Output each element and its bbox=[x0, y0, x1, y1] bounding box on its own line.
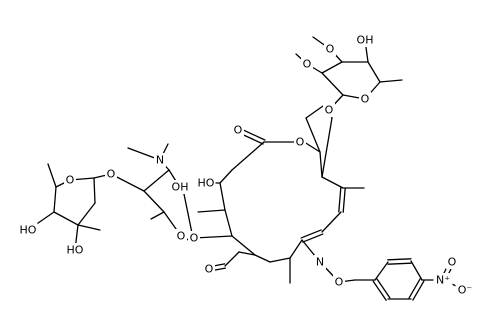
atom-label-aldehyde-o: O bbox=[205, 263, 214, 276]
bond-y3-y2 bbox=[321, 61, 343, 74]
label-mask-ring-ester-o bbox=[294, 135, 306, 149]
double-bond-b2-b3 bbox=[387, 258, 412, 261]
label-mask-mycinose-ome1-o bbox=[301, 57, 313, 71]
label-mask-oxime-o bbox=[333, 275, 345, 289]
atom-label-mycarose-ring-o: O bbox=[66, 174, 75, 187]
atom-label-ester-carbonyl-o: O bbox=[234, 124, 243, 137]
bond-eth1-eth2 bbox=[305, 105, 324, 119]
bond-g5-g5me bbox=[150, 211, 165, 220]
atom-label-mycinose-ome1-o: O bbox=[303, 58, 312, 71]
bond-c3-c4 bbox=[219, 182, 226, 211]
bond-y5-y4 bbox=[367, 61, 381, 83]
bond-c14-eth1 bbox=[305, 117, 321, 153]
label-mask-mycarose-oh2 bbox=[65, 243, 85, 257]
double-bond-b4-b5 bbox=[408, 278, 421, 299]
bond-m4-m3 bbox=[53, 211, 79, 226]
double-bond-c11-c12 bbox=[338, 187, 342, 213]
atom-label-mycinose-ring-o: O bbox=[361, 93, 370, 106]
bond-cEst-c2 bbox=[231, 141, 265, 171]
label-mask-mycinose-ether-o bbox=[323, 103, 335, 117]
bond-c12-c13 bbox=[321, 176, 344, 189]
bond-m5-m5me bbox=[47, 163, 57, 188]
bond-y5-y5me bbox=[379, 79, 403, 83]
bond-c4-me4 bbox=[197, 209, 226, 213]
bond-b3-b4 bbox=[410, 260, 423, 281]
label-mask-mycinose-oh bbox=[355, 33, 375, 47]
bond-lines bbox=[27, 36, 466, 301]
bond-b1-b2 bbox=[374, 261, 389, 281]
bond-c5-c6 bbox=[231, 235, 256, 256]
label-mask-mycinose-ring-o bbox=[359, 92, 371, 106]
bond-c6-ald1 bbox=[238, 251, 256, 256]
atom-label-mycinose-ome2-o: O bbox=[326, 43, 335, 56]
label-mask-mycaminose-ring-o bbox=[175, 229, 187, 243]
atom-label-oxime-o: O bbox=[335, 276, 344, 289]
bond-m2-m1 bbox=[93, 177, 96, 204]
bond-g5-g4 bbox=[143, 190, 165, 213]
label-mask-aldehyde-o bbox=[203, 262, 215, 276]
atom-label-hydroxyl-macrolide: HO bbox=[198, 177, 215, 190]
bond-c7-c8 bbox=[269, 257, 291, 263]
label-mask-nitro-o-top bbox=[446, 255, 458, 269]
label-mask-mycinose-ome2-o bbox=[324, 42, 336, 56]
double-bond-b4-b5 bbox=[412, 280, 425, 301]
atom-label-mycaminose-ring-o: O bbox=[177, 230, 186, 243]
atom-label-mycarose-oh1: HO bbox=[20, 224, 37, 237]
bond-c2-c3 bbox=[219, 169, 233, 184]
label-mask-mycarose-link-o bbox=[105, 167, 117, 181]
bond-g4-g3 bbox=[143, 169, 170, 192]
double-bond-b6-b1 bbox=[372, 280, 387, 301]
bond-c6-c7 bbox=[254, 254, 271, 263]
bond-c4-c5 bbox=[224, 209, 233, 237]
label-mask-nitro-o-minus bbox=[455, 283, 475, 297]
label-mask-mycaminose-oh bbox=[170, 180, 190, 194]
double-bond-c9-c10 bbox=[300, 229, 322, 239]
atom-label-nitro-o-top: O bbox=[448, 256, 457, 269]
atom-label-mycaminose-oh: OH bbox=[172, 181, 189, 194]
atom-label-nitro-o-minus: O⁻ bbox=[458, 284, 473, 297]
bond-c13-c14 bbox=[319, 151, 323, 178]
atom-label-mycaminose-n: N bbox=[156, 154, 164, 167]
bond-c8-c9 bbox=[289, 239, 303, 259]
bond-m3-m2 bbox=[77, 202, 96, 226]
label-mask-glycosidic-o-macrolide bbox=[188, 231, 200, 245]
bond-m3-m3me bbox=[77, 224, 101, 231]
atom-label-mycarose-link-o: O bbox=[107, 168, 116, 181]
atom-label-mycinose-oh: OH bbox=[357, 34, 374, 47]
atom-label-nitro: N⁺ bbox=[436, 274, 450, 287]
label-mask-mycarose-oh1 bbox=[18, 223, 38, 237]
bond-ald1-ald2 bbox=[224, 251, 240, 267]
label-mask-ester-carbonyl-o bbox=[232, 123, 244, 137]
bond-y2-y1 bbox=[321, 72, 344, 96]
bond-c10-c11 bbox=[321, 211, 342, 233]
double-bond-c11-c12 bbox=[342, 187, 346, 213]
atom-label-mycarose-oh2: HO bbox=[67, 244, 84, 257]
atom-label-ring-ester-o: O bbox=[296, 136, 305, 149]
atom-label-mycinose-ether-o: O bbox=[325, 104, 334, 117]
double-bond-b2-b3 bbox=[387, 262, 412, 265]
bond-c13-ch2Myc bbox=[321, 117, 333, 178]
double-bond-b6-b1 bbox=[376, 278, 391, 299]
label-mask-oxime-n bbox=[314, 255, 326, 269]
double-bond-c9-c10 bbox=[302, 233, 324, 243]
atom-label-oxime-n: N bbox=[316, 256, 324, 269]
label-mask-mycaminose-n bbox=[154, 153, 166, 167]
label-mask-mycarose-ring-o bbox=[64, 173, 76, 187]
bond-m5-m4 bbox=[53, 186, 57, 213]
label-mask-nitro bbox=[433, 273, 453, 287]
atom-label-glycosidic-o-macrolide: O bbox=[190, 232, 199, 245]
bond-c5-gO1 bbox=[193, 235, 233, 239]
label-mask-hydroxyl-macrolide bbox=[196, 176, 216, 190]
